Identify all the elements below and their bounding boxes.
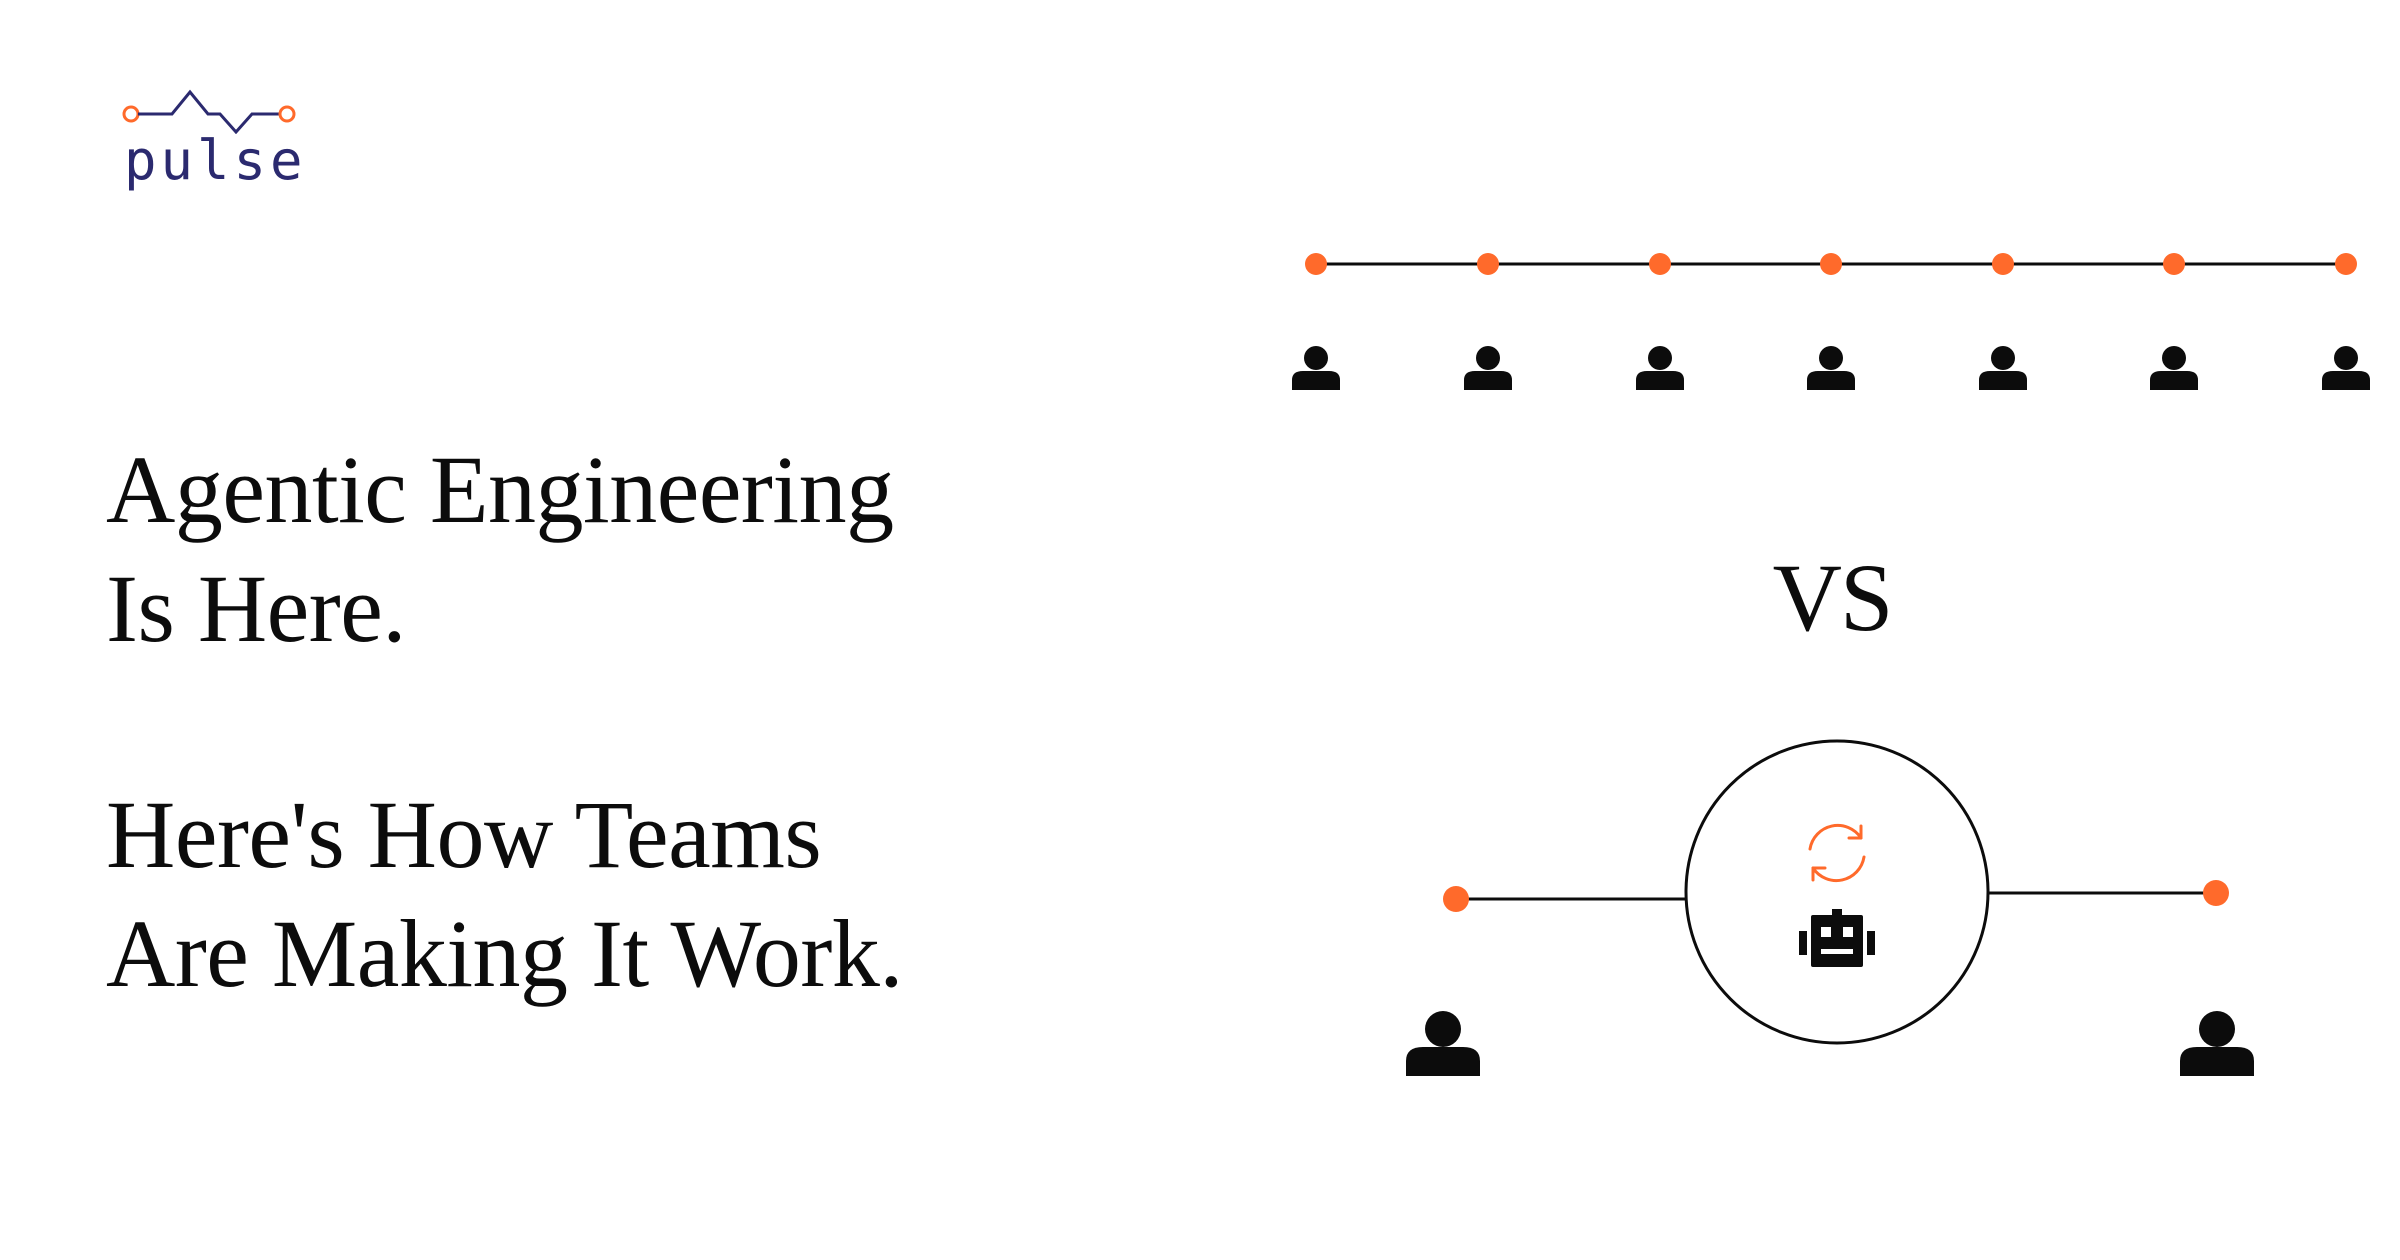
top-chain (1292, 253, 2370, 390)
top-chain-people (1292, 346, 2370, 390)
logo-text: pulse (124, 129, 307, 192)
person-icon (1406, 1011, 1480, 1076)
bottom-hub (1406, 739, 2254, 1076)
vs-label: VS (1772, 544, 1894, 651)
person-icon (2180, 1011, 2254, 1076)
subheadline-line-1: Here's How Teams (106, 781, 822, 888)
person-icon (2322, 346, 2370, 390)
chain-dot (1649, 253, 1671, 275)
chain-dot (1992, 253, 2014, 275)
pulse-waveform-icon (122, 89, 296, 134)
headline: Agentic Engineering Is Here. (106, 430, 894, 668)
person-icon (1636, 346, 1684, 390)
robot-icon (1799, 909, 1875, 967)
hub-dot-left (1443, 886, 1469, 912)
headline-line-1: Agentic Engineering (106, 436, 894, 543)
person-icon (2150, 346, 2198, 390)
chain-dot (1477, 253, 1499, 275)
person-icon (1807, 346, 1855, 390)
person-icon (1979, 346, 2027, 390)
refresh-cycle-icon (1808, 823, 1866, 883)
person-icon (1292, 346, 1340, 390)
chain-dot (2335, 253, 2357, 275)
hub-circle (1684, 739, 1990, 1045)
chain-dot (1820, 253, 1842, 275)
subheadline: Here's How Teams Are Making It Work. (106, 775, 903, 1013)
hub-dot-right (2203, 880, 2229, 906)
pulse-logo: pulse (118, 84, 308, 204)
top-chain-nodes (1305, 253, 2357, 275)
subheadline-line-2: Are Making It Work. (106, 900, 903, 1007)
headline-line-2: Is Here. (106, 555, 406, 662)
chain-dot (1305, 253, 1327, 275)
chain-dot (2163, 253, 2185, 275)
person-icon (1464, 346, 1512, 390)
